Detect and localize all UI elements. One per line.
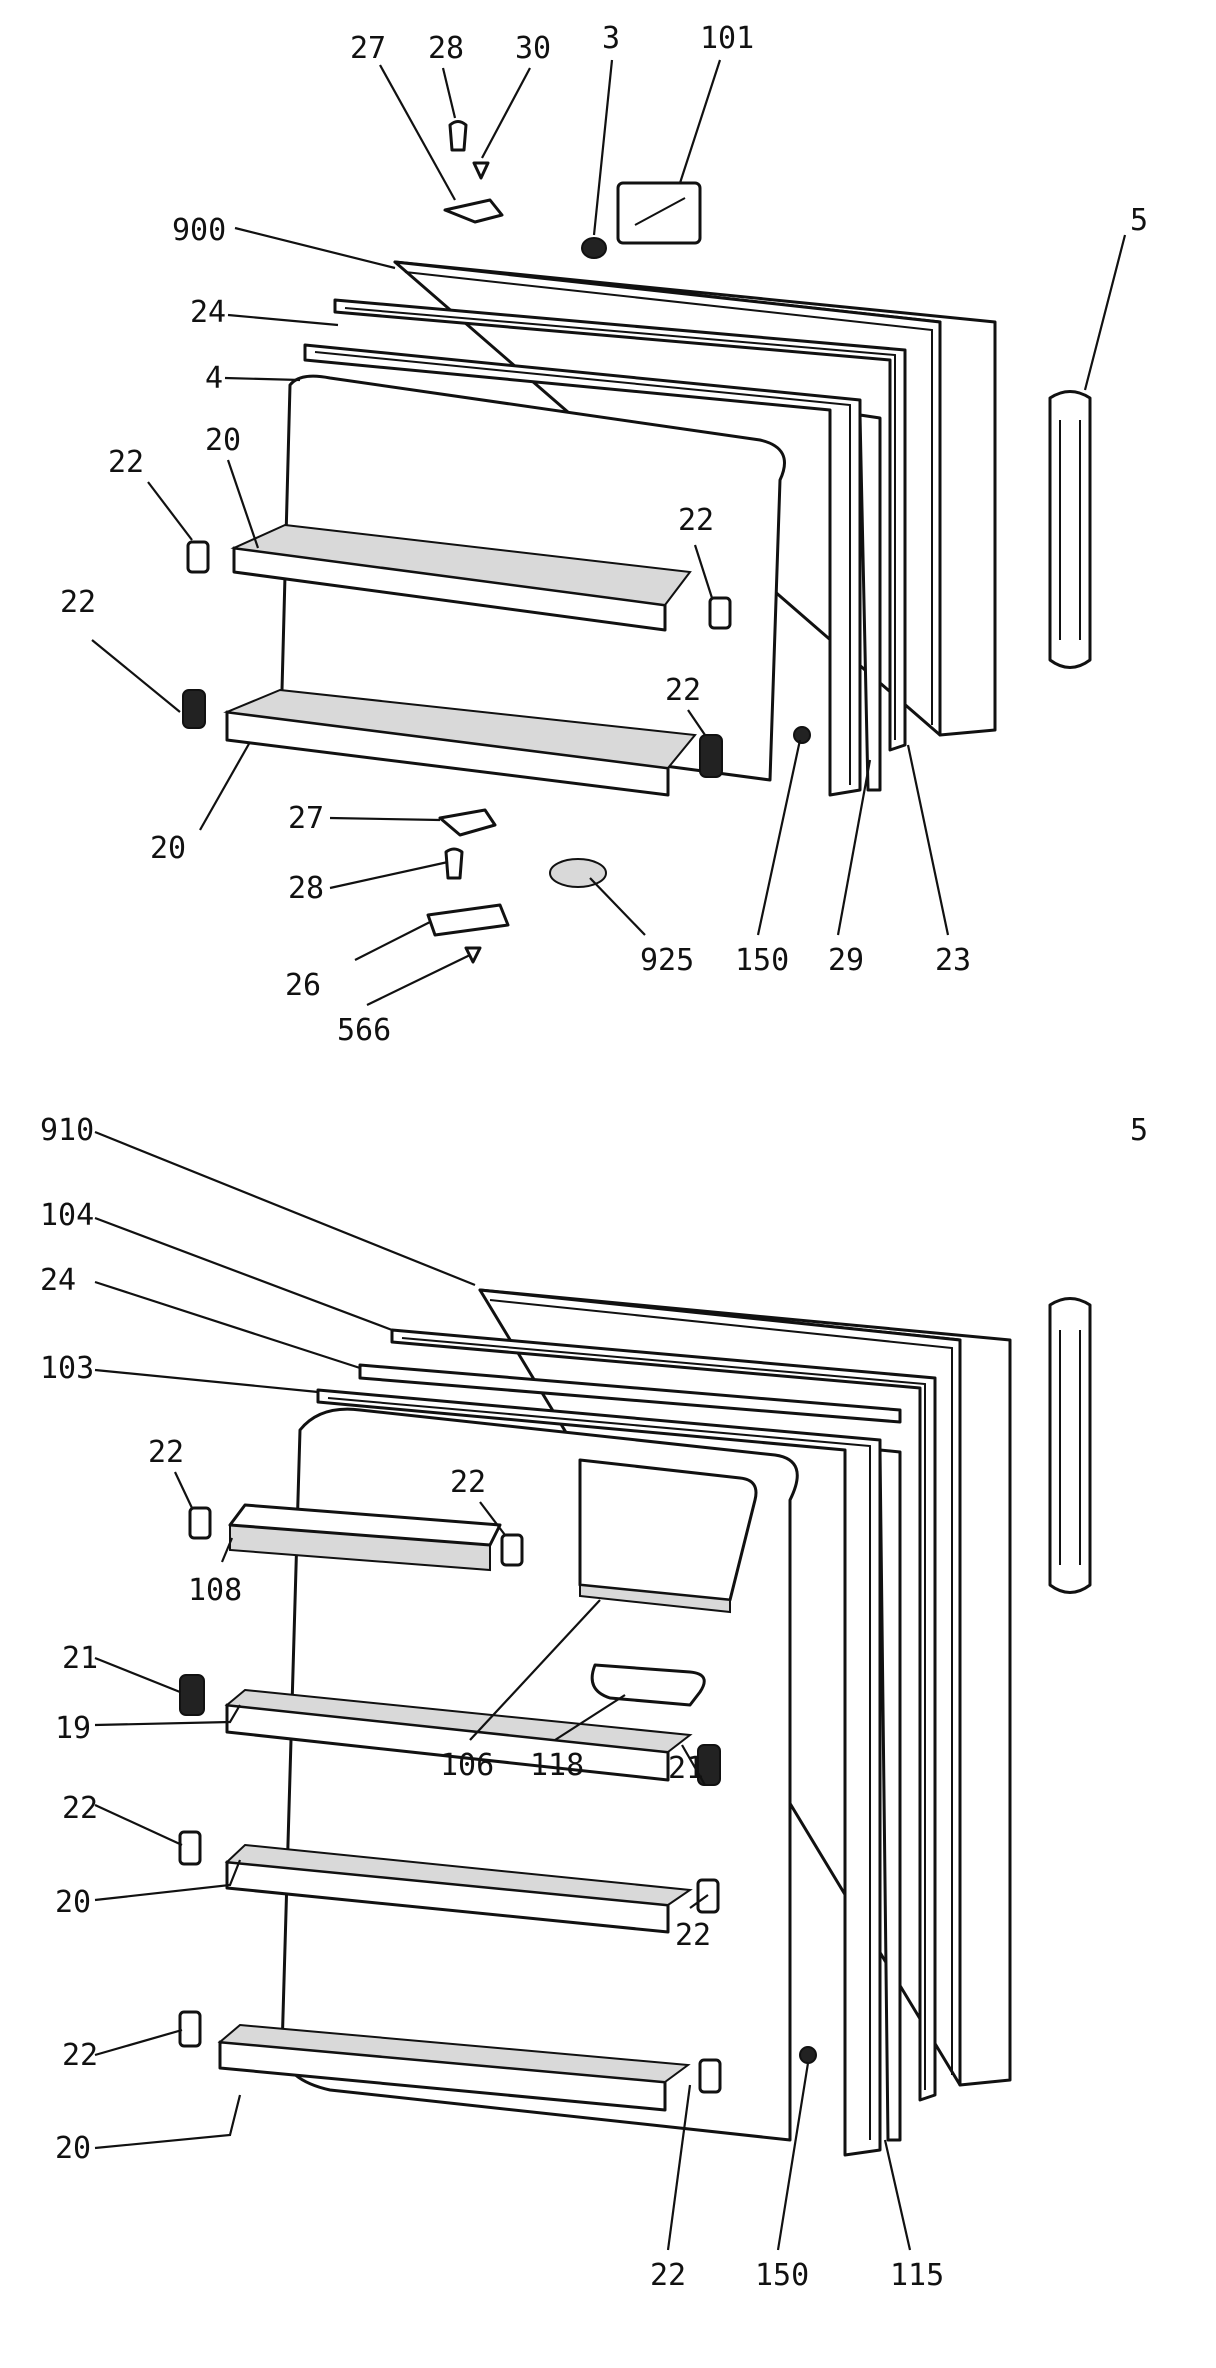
callout-22-e: 22 — [62, 2038, 98, 2073]
support-right-3 — [698, 2058, 722, 2094]
plug — [581, 237, 607, 259]
callout-5-top: 5 — [1130, 203, 1148, 238]
hinge-pin-top — [448, 120, 468, 152]
door-gasket — [333, 298, 907, 752]
fresh-food-door-assembly — [178, 1288, 1092, 2157]
gasket-strip-lower — [878, 1448, 902, 2142]
door-stop — [549, 858, 607, 888]
support-21-left — [179, 1674, 205, 1716]
support-21-right — [697, 1744, 721, 1786]
cam-top — [793, 726, 811, 744]
callout-24-top: 24 — [190, 295, 226, 330]
callout-910: 910 — [40, 1113, 94, 1148]
callout-26: 26 — [285, 968, 321, 1003]
shelf-support-left-upper — [186, 540, 210, 574]
callout-115: 115 — [890, 2258, 944, 2293]
callout-20-lower: 20 — [150, 831, 186, 866]
callout-23: 23 — [935, 943, 971, 978]
door-liner-lower — [316, 1388, 882, 2157]
gasket-strip — [858, 413, 882, 792]
freezer-door-assembly — [182, 120, 1092, 964]
door-gasket-lower — [390, 1328, 937, 2102]
callout-21-right: 21 — [668, 1751, 704, 1786]
callout-24-bottom: 24 — [40, 1263, 76, 1298]
callout-27-top: 27 — [350, 31, 386, 66]
callout-28-bottom: 28 — [288, 871, 324, 906]
callout-20-c: 20 — [55, 1885, 91, 1920]
callout-20-d: 20 — [55, 2131, 91, 2166]
callout-22-a: 22 — [148, 1435, 184, 1470]
butter-tray — [590, 1663, 706, 1707]
callout-900: 900 — [172, 213, 226, 248]
screw-top — [472, 161, 490, 180]
hinge-plate — [426, 903, 510, 937]
callout-925: 925 — [640, 943, 694, 978]
support-right-1 — [500, 1533, 524, 1567]
shelf-support-right-lower — [699, 734, 723, 778]
callout-150-top: 150 — [735, 943, 789, 978]
support-left-1 — [188, 1506, 212, 1540]
callout-22-right-lower: 22 — [665, 673, 701, 708]
hinge-pin-bottom — [444, 847, 464, 880]
bottom-hinge-bracket — [438, 808, 497, 837]
callout-27-bottom: 27 — [288, 801, 324, 836]
callout-20-upper: 20 — [205, 423, 241, 458]
callout-22-c: 22 — [62, 1791, 98, 1826]
cam-bottom — [799, 2046, 817, 2064]
callout-5-bottom: 5 — [1130, 1113, 1148, 1148]
support-left-3 — [178, 2010, 202, 2048]
callout-30: 30 — [515, 31, 551, 66]
callout-118: 118 — [530, 1748, 584, 1783]
support-left-2 — [178, 1830, 202, 1866]
callout-22-b: 22 — [450, 1465, 486, 1500]
door-handle-top — [1048, 390, 1092, 669]
top-hinge — [443, 198, 504, 224]
callout-22-right-upper: 22 — [678, 503, 714, 538]
door-liner — [303, 343, 862, 797]
door-handle-bottom — [1048, 1297, 1092, 1594]
callout-19: 19 — [55, 1711, 91, 1746]
callout-22-left-upper: 22 — [108, 445, 144, 480]
callout-22-d: 22 — [675, 1918, 711, 1953]
shelf-support-left-lower — [182, 689, 206, 729]
callout-3: 3 — [602, 21, 620, 56]
callout-566: 566 — [337, 1013, 391, 1048]
callout-22-left-lower: 22 — [60, 585, 96, 620]
callout-150-bottom: 150 — [755, 2258, 809, 2293]
callout-29: 29 — [828, 943, 864, 978]
dairy-compartment — [578, 1458, 758, 1602]
callout-103: 103 — [40, 1351, 94, 1386]
callout-21-left: 21 — [62, 1641, 98, 1676]
callout-28-top: 28 — [428, 31, 464, 66]
shelf-support-right-upper — [708, 596, 732, 630]
callout-22-f: 22 — [650, 2258, 686, 2293]
callout-4: 4 — [205, 361, 223, 396]
callouts-bottom: 910 5 104 24 103 22 22 108 21 19 106 118… — [40, 1113, 1148, 2293]
callout-106: 106 — [440, 1748, 494, 1783]
callout-101: 101 — [700, 21, 754, 56]
callout-108: 108 — [188, 1573, 242, 1608]
callouts-top: 27 28 30 3 101 900 5 24 4 20 22 22 22 22… — [60, 21, 1148, 1048]
liner-strip — [358, 1363, 902, 1424]
callout-104: 104 — [40, 1198, 94, 1233]
leader-lines — [91, 59, 1127, 2251]
